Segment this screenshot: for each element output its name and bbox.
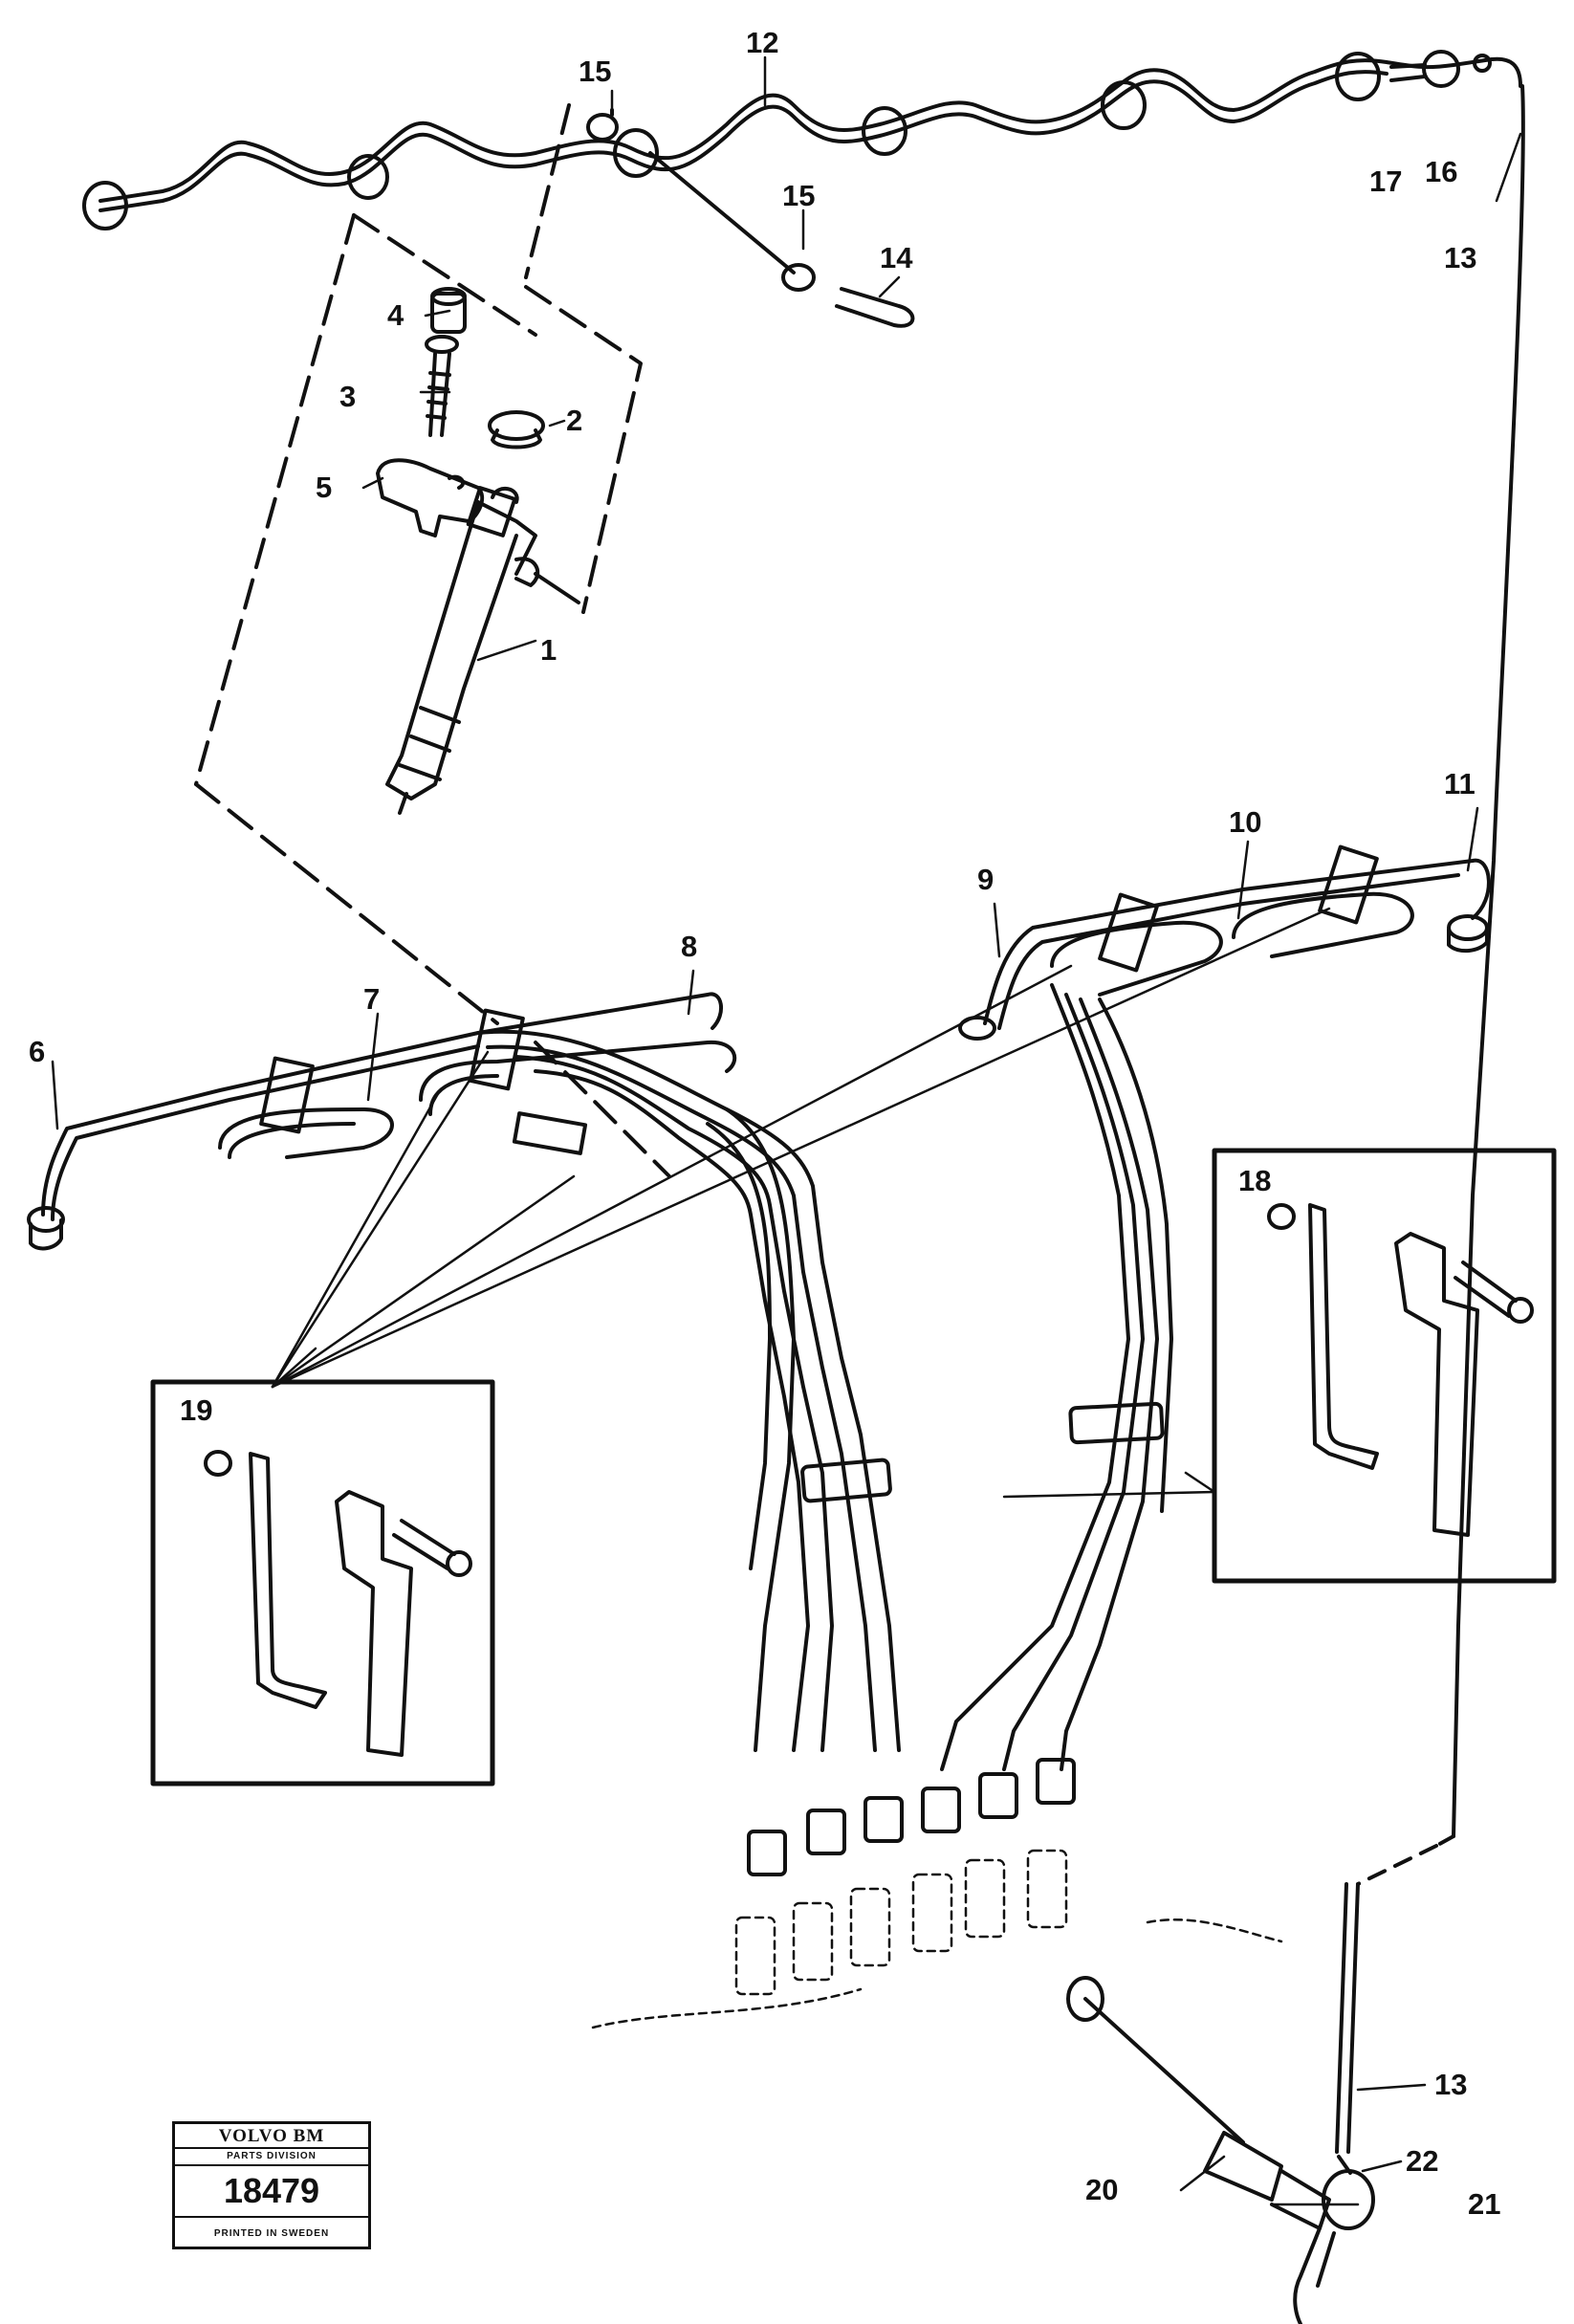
parts-division-stamp: VOLVO BM PARTS DIVISION 18479 PRINTED IN…	[172, 2121, 371, 2249]
overflow-valve-assembly	[1066, 1976, 1375, 2324]
callout-6: 6	[29, 1035, 45, 1068]
bracket-kit-19	[150, 1379, 495, 1787]
callout-12: 12	[746, 26, 778, 59]
fuel-injector	[385, 486, 580, 815]
callouts: 1 2 3 4 5 6 7 8 9 10 11 12 13 13 14 15 1…	[29, 26, 1500, 2221]
callout-2: 2	[566, 404, 582, 437]
callout-11: 11	[1444, 767, 1476, 800]
injector-assembly-outline	[194, 103, 671, 1178]
pump-delivery-valves	[591, 1849, 1283, 2029]
injection-pipes-left	[27, 992, 901, 1752]
callout-5: 5	[316, 471, 332, 504]
callout-13-top: 13	[1444, 241, 1476, 274]
nozzle-clamp	[376, 458, 485, 537]
bracket-kit-18	[1212, 1148, 1557, 1584]
stamp-brand: VOLVO BM	[175, 2124, 368, 2149]
callout-16: 16	[1425, 155, 1457, 188]
callout-21: 21	[1468, 2187, 1500, 2221]
callout-3: 3	[339, 380, 356, 413]
callout-7: 7	[363, 982, 380, 1016]
leader-lines	[51, 55, 1522, 2206]
banjo-bolt-and-washers	[586, 108, 915, 328]
stamp-illustration-number: 18479	[175, 2166, 368, 2218]
callout-10: 10	[1229, 805, 1261, 839]
callout-17: 17	[1369, 164, 1402, 198]
stud-and-nut	[425, 287, 467, 437]
pipe-clamps	[259, 844, 1379, 1503]
callout-13-bottom: 13	[1434, 2068, 1467, 2101]
callout-4: 4	[387, 298, 404, 332]
callout-1: 1	[540, 633, 557, 667]
leak-off-return-line	[82, 50, 1522, 230]
callout-9: 9	[977, 863, 994, 896]
pipe-end-nuts	[747, 1758, 1076, 1876]
callout-15-top: 15	[579, 55, 611, 88]
callout-19: 19	[180, 1393, 212, 1427]
callout-22: 22	[1406, 2144, 1438, 2178]
callout-20: 20	[1085, 2173, 1118, 2206]
injector-seat	[488, 410, 545, 449]
callout-15-mid: 15	[782, 179, 815, 212]
callout-8: 8	[681, 930, 697, 963]
callout-14: 14	[880, 241, 913, 274]
line-13	[1335, 84, 1525, 2154]
callout-18: 18	[1238, 1164, 1271, 1197]
stamp-division: PARTS DIVISION	[175, 2149, 368, 2166]
stamp-printed: PRINTED IN SWEDEN	[213, 2228, 330, 2239]
